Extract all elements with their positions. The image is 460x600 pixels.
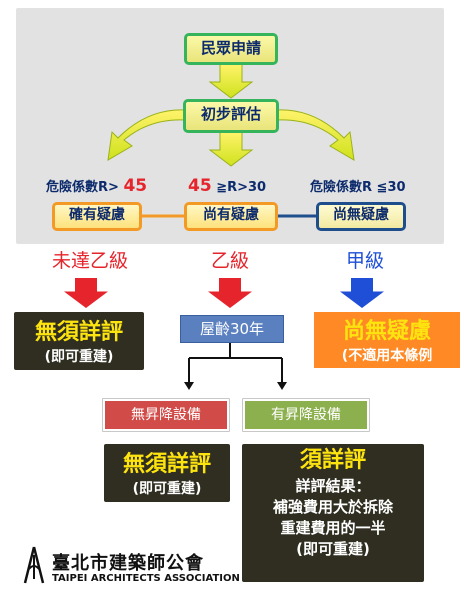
condition-right: 危險係數R ≦30 (310, 176, 406, 195)
has-elevator-frame: 有昇降設備 (242, 398, 370, 432)
outcome-mid-box: 尚有疑慮 (184, 202, 278, 231)
curve-arrow-right (275, 109, 355, 161)
condition-mid-value: 45 (188, 176, 212, 196)
no-elevator-frame: 無昇降設備 (102, 398, 230, 432)
condition-left: 危險係數R> 45 (46, 176, 147, 196)
apply-label: 民眾申請 (200, 39, 261, 57)
review-line-1: 詳評結果： (295, 477, 371, 495)
no-review2-title: 無須詳評 (122, 452, 211, 477)
condition-left-value: 45 (123, 176, 148, 196)
outcome-left-label: 確有疑慮 (69, 207, 125, 223)
building-age-label: 屋齡30年 (199, 320, 265, 338)
association-logo-icon (23, 546, 45, 584)
condition-right-text: 危險係數R (310, 180, 373, 195)
outcome-left-box: 確有疑慮 (52, 202, 142, 231)
condition-left-text: 危險係數R> (46, 180, 119, 195)
review-line-3: 重建費用的一半 (280, 519, 386, 537)
review-line-4: (即可重建) (296, 540, 370, 558)
grade-mid: 乙級 (210, 250, 249, 272)
condition-mid-text: ≧R>30 (216, 180, 267, 195)
apply-box: 民眾申請 (184, 33, 278, 65)
curve-arrow-left (107, 109, 187, 161)
grade-left: 未達乙級 (51, 250, 128, 272)
no-review2-note: (即可重建) (132, 481, 202, 497)
association-name-en: TAIPEI ARCHITECTS ASSOCIATION (52, 573, 240, 584)
down-arrow-2 (208, 131, 254, 167)
initial-assessment-label: 初步評估 (200, 105, 261, 123)
outcome-mid-label: 尚有疑慮 (203, 207, 259, 223)
no-elevator-box: 無昇降設備 (105, 401, 227, 429)
outcome-right-label: 尚無疑慮 (333, 207, 389, 223)
association-name-zh: 臺北市建築師公會 (52, 553, 204, 574)
no-review-title: 無須詳評 (34, 320, 123, 345)
no-review2-box: 無須詳評 (即可重建) (104, 444, 230, 502)
review-required-box: 須詳評 詳評結果： 補強費用大於拆除 重建費用的一半 (即可重建) (242, 444, 424, 582)
no-review-box: 無須詳評 (即可重建) (14, 312, 144, 370)
no-concern-title: 尚無疑慮 (342, 319, 431, 344)
no-concern-note: (不適用本條例 (341, 348, 433, 364)
building-age-box: 屋齡30年 (180, 315, 284, 343)
has-elevator-box: 有昇降設備 (245, 401, 367, 429)
no-elevator-label: 無昇降設備 (131, 407, 201, 423)
condition-mid: 45 ≧R>30 (188, 176, 266, 196)
outcome-right-box: 尚無疑慮 (316, 202, 406, 231)
review-required-title: 須詳評 (299, 448, 366, 473)
no-concern-box: 尚無疑慮 (不適用本條例 (314, 312, 460, 368)
grade-right: 甲級 (345, 250, 384, 272)
initial-assessment-box: 初步評估 (183, 99, 279, 133)
has-elevator-label: 有昇降設備 (271, 407, 341, 423)
down-arrow-1 (208, 63, 254, 99)
condition-right-value: ≦30 (376, 180, 406, 195)
no-review-note: (即可重建) (44, 349, 114, 365)
review-line-2: 補強費用大於拆除 (272, 498, 393, 516)
